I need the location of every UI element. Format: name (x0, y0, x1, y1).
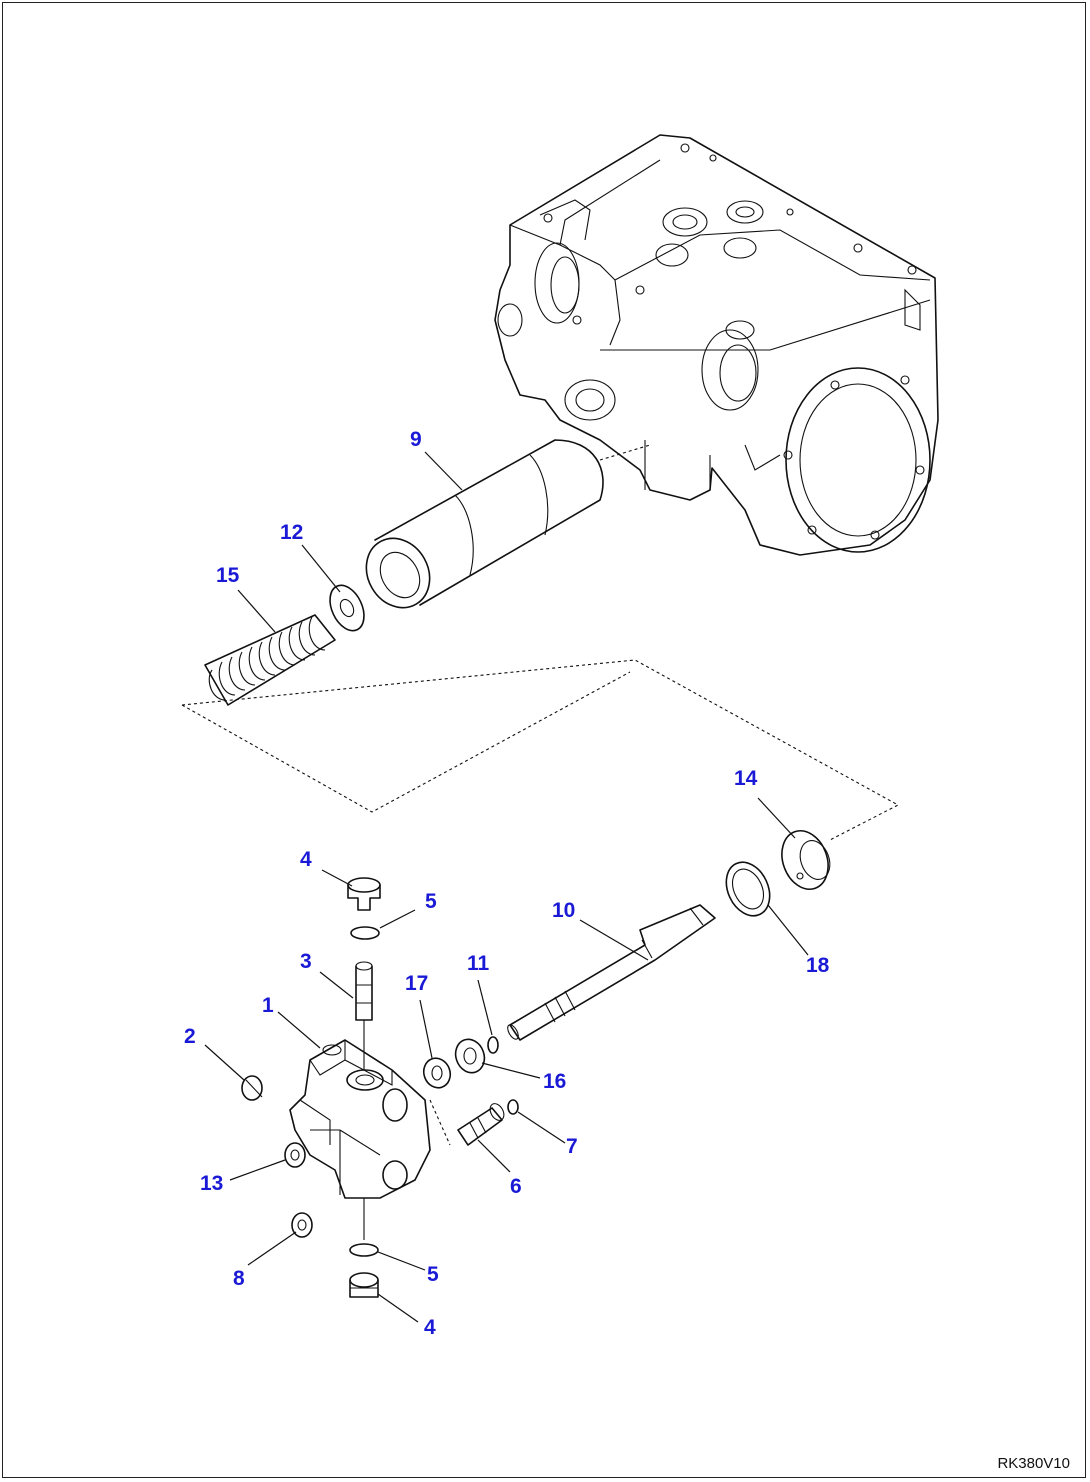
callout-13: 13 (200, 1172, 223, 1195)
part-17-nut (422, 1057, 452, 1089)
part-4-plug-top (347, 877, 381, 911)
part-11-o-ring (487, 1036, 499, 1054)
callout-2: 2 (184, 1025, 196, 1048)
callout-12: 12 (280, 521, 303, 544)
part-15-spring (204, 614, 336, 706)
part-8-nut (291, 1212, 313, 1238)
callout-3: 3 (300, 950, 312, 973)
part-2-plug (241, 1075, 263, 1101)
part-5-o-ring-top (350, 926, 380, 940)
callout-labels: 1 2 3 4 4 5 5 6 7 8 9 10 11 12 13 14 15 … (184, 428, 830, 1339)
callout-5-bottom: 5 (427, 1263, 439, 1286)
part-16-nut (454, 1038, 486, 1074)
part-18-snap-ring (725, 861, 771, 917)
callout-11: 11 (467, 952, 490, 975)
pump-housing (494, 134, 939, 556)
part-13-plug (284, 1142, 306, 1168)
part-1-valve-body (289, 1039, 431, 1240)
part-4-plug-bottom (349, 1272, 379, 1298)
callout-6: 6 (510, 1175, 522, 1198)
callout-4-top: 4 (300, 848, 312, 871)
callout-17: 17 (405, 972, 428, 995)
callout-10: 10 (552, 899, 575, 922)
callout-18: 18 (806, 954, 830, 977)
part-3-pin (355, 961, 373, 1070)
assembly-boundary-line (181, 659, 900, 841)
part-7-o-ring (507, 1099, 519, 1115)
part-5-o-ring-bottom (349, 1243, 379, 1257)
callout-16: 16 (543, 1070, 566, 1093)
part-12-washer (329, 584, 365, 632)
callout-14: 14 (734, 767, 758, 790)
drawing-code: RK380V10 (997, 1455, 1070, 1472)
part-10-spool (507, 904, 716, 1041)
callout-5-top: 5 (425, 890, 437, 913)
callout-9: 9 (410, 428, 422, 451)
part-6-screw (429, 1099, 505, 1146)
part-9-sleeve (365, 439, 604, 609)
callout-7: 7 (566, 1135, 578, 1158)
callout-8: 8 (233, 1267, 245, 1290)
callout-4-bottom: 4 (424, 1316, 436, 1339)
callout-1: 1 (262, 994, 274, 1017)
callout-15: 15 (216, 564, 240, 587)
leader-lines (204, 451, 809, 1323)
part-14-cap (781, 830, 831, 890)
